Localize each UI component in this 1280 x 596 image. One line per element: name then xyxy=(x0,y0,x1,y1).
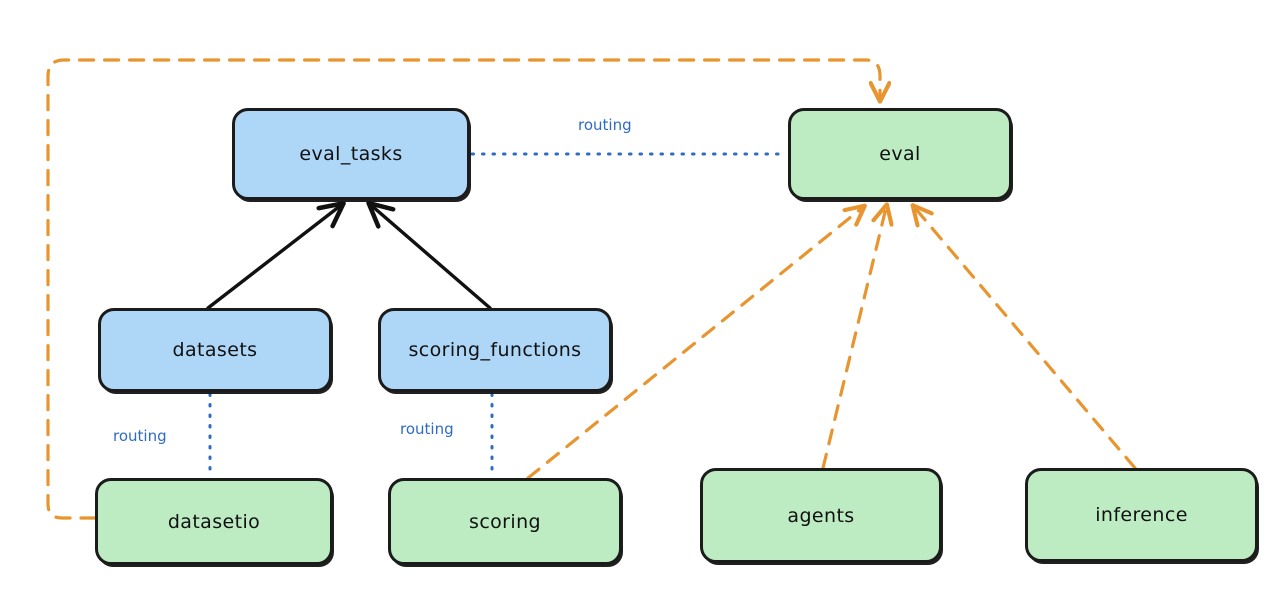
node-label: agents xyxy=(787,504,855,527)
node-label: datasets xyxy=(172,339,258,361)
node-inference[interactable]: inference xyxy=(1025,468,1258,562)
edge-agents-eval xyxy=(821,208,886,470)
node-label: eval_tasks xyxy=(299,143,403,165)
edge-label-routing-eval: routing xyxy=(578,116,632,134)
edge-label-routing-scoring: routing xyxy=(400,420,454,438)
edge-datasets-evaltasks xyxy=(206,200,346,310)
edge-scoring-eval xyxy=(526,208,862,480)
node-label: scoring xyxy=(469,510,541,533)
edge-datasetio-eval xyxy=(46,58,880,520)
edge-scoringfunctions-evaltasks xyxy=(366,200,492,310)
node-scoring[interactable]: scoring xyxy=(388,478,622,565)
node-eval-tasks[interactable]: eval_tasks xyxy=(232,108,470,200)
node-label: datasetio xyxy=(167,510,261,533)
node-eval[interactable]: eval xyxy=(788,108,1012,200)
node-label: scoring_functions xyxy=(408,339,582,361)
node-datasetio[interactable]: datasetio xyxy=(95,478,333,565)
node-scoring-functions[interactable]: scoring_functions xyxy=(378,308,612,392)
node-label: eval xyxy=(879,143,921,165)
edge-label-routing-datasetio: routing xyxy=(113,427,167,445)
node-datasets[interactable]: datasets xyxy=(98,308,332,392)
node-agents[interactable]: agents xyxy=(700,468,942,563)
edge-inference-eval xyxy=(915,208,1137,470)
node-label: inference xyxy=(1095,504,1188,526)
